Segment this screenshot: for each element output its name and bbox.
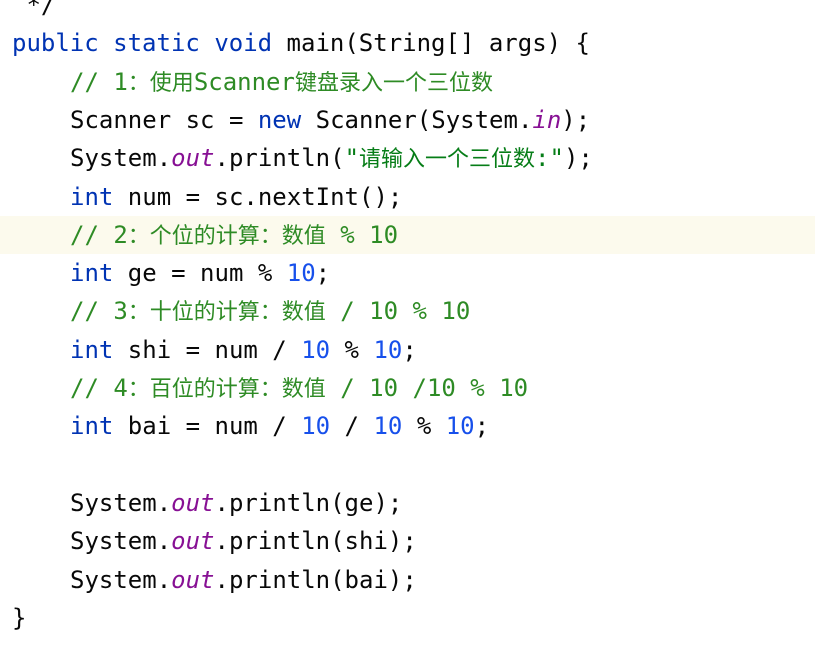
- code-line-content: // 3：十位的计算：数值 / 10 % 10: [12, 292, 470, 330]
- code-token: System.: [70, 488, 172, 517]
- code-line-content: */: [12, 0, 55, 24]
- code-token: System.: [70, 565, 172, 594]
- code-line-content: int num = sc.nextInt();: [12, 178, 402, 216]
- code-line[interactable]: int shi = num / 10 % 10;: [0, 331, 815, 369]
- code-line-content: System.out.println("请输入一个三位数:");: [12, 139, 593, 177]
- code-token: Scanner(System.: [301, 105, 533, 134]
- number-token: 10: [373, 412, 403, 441]
- code-token: [99, 29, 113, 57]
- code-line[interactable]: [0, 446, 815, 484]
- code-line[interactable]: }: [0, 599, 815, 637]
- code-token: Scanner sc =: [70, 105, 258, 134]
- code-line[interactable]: Scanner sc = new Scanner(System.in);: [0, 101, 815, 139]
- code-token: );: [563, 144, 593, 173]
- number-token: 10: [301, 412, 331, 441]
- keyword-token: int: [70, 259, 114, 288]
- code-line-content: // 1：使用Scanner键盘录入一个三位数: [12, 63, 493, 101]
- comment-token: // 4：百位的计算：数值 / 10 /10 % 10: [70, 374, 529, 402]
- code-token: */: [12, 0, 56, 19]
- code-token: [200, 29, 214, 57]
- code-line[interactable]: int bai = num / 10 / 10 % 10;: [0, 407, 815, 445]
- keyword-token: int: [70, 412, 114, 441]
- keyword-token: public: [12, 29, 99, 58]
- code-token: .println(: [214, 144, 345, 173]
- code-token: ge = num %: [113, 259, 287, 288]
- code-line[interactable]: int ge = num % 10;: [0, 254, 815, 292]
- static-field-token: out: [171, 527, 215, 556]
- number-token: 10: [286, 259, 316, 288]
- number-token: 10: [445, 412, 475, 441]
- number-token: 10: [373, 335, 403, 364]
- static-field-token: out: [171, 565, 215, 594]
- code-token: num = sc.nextInt();: [113, 182, 403, 211]
- code-line-content: int ge = num % 10;: [12, 254, 330, 292]
- code-token: .println(shi);: [214, 527, 417, 556]
- code-token: System.: [70, 527, 172, 556]
- comment-token: // 3：十位的计算：数值 / 10 % 10: [70, 297, 471, 326]
- code-line[interactable]: System.out.println("请输入一个三位数:");: [0, 139, 815, 177]
- code-token: shi = num /: [113, 335, 302, 364]
- code-line-content: System.out.println(bai);: [12, 561, 417, 599]
- code-line[interactable]: System.out.println(ge);: [0, 484, 815, 522]
- code-line-content: // 4：百位的计算：数值 / 10 /10 % 10: [12, 369, 528, 407]
- code-line[interactable]: // 1：使用Scanner键盘录入一个三位数: [0, 63, 815, 101]
- code-token: bai = num /: [113, 412, 302, 441]
- code-line[interactable]: System.out.println(bai);: [0, 561, 815, 599]
- code-line-content: int shi = num / 10 % 10;: [12, 331, 417, 369]
- number-token: 10: [301, 335, 331, 364]
- code-token: ;: [474, 412, 490, 441]
- code-line-content: int bai = num / 10 / 10 % 10;: [12, 407, 489, 445]
- code-line[interactable]: System.out.println(shi);: [0, 522, 815, 560]
- keyword-token: int: [70, 182, 114, 211]
- code-line-content: Scanner sc = new Scanner(System.in);: [12, 101, 590, 139]
- code-line-content: }: [12, 599, 26, 637]
- code-token: /: [330, 412, 374, 441]
- keyword-token: void: [214, 29, 273, 58]
- code-line[interactable]: // 3：十位的计算：数值 / 10 % 10: [0, 292, 815, 330]
- code-token: .println(ge);: [214, 488, 403, 517]
- keyword-token: int: [70, 335, 114, 364]
- code-line-content: System.out.println(shi);: [12, 522, 417, 560]
- comment-token: // 1：使用Scanner键盘录入一个三位数: [70, 67, 493, 96]
- code-token: );: [561, 105, 591, 134]
- keyword-token: static: [113, 29, 200, 58]
- code-token: .println(bai);: [214, 565, 417, 594]
- static-field-token: out: [171, 144, 215, 173]
- code-line-current[interactable]: // 2：个位的计算：数值 % 10: [0, 215, 815, 254]
- code-token: ;: [402, 335, 417, 364]
- code-token: %: [330, 335, 374, 364]
- code-token: main(String[] args) {: [272, 29, 590, 58]
- code-token: System.: [70, 144, 172, 173]
- code-line[interactable]: // 4：百位的计算：数值 / 10 /10 % 10: [0, 369, 815, 407]
- code-token: %: [402, 412, 446, 441]
- string-token: "请输入一个三位数:": [344, 144, 564, 173]
- static-field-token: out: [171, 488, 215, 517]
- static-field-token: in: [532, 105, 562, 134]
- code-line-content: public static void main(String[] args) {: [12, 24, 590, 62]
- keyword-token: new: [257, 105, 302, 134]
- code-token: }: [12, 603, 27, 632]
- code-line-content: System.out.println(ge);: [12, 484, 402, 522]
- comment-token: // 2：个位的计算：数值 % 10: [70, 220, 399, 249]
- code-line[interactable]: */: [0, 0, 815, 24]
- code-line[interactable]: public static void main(String[] args) {: [0, 24, 815, 62]
- code-token: ;: [315, 259, 331, 288]
- code-line[interactable]: int num = sc.nextInt();: [0, 178, 815, 216]
- code-line-content: // 2：个位的计算：数值 % 10: [12, 216, 398, 254]
